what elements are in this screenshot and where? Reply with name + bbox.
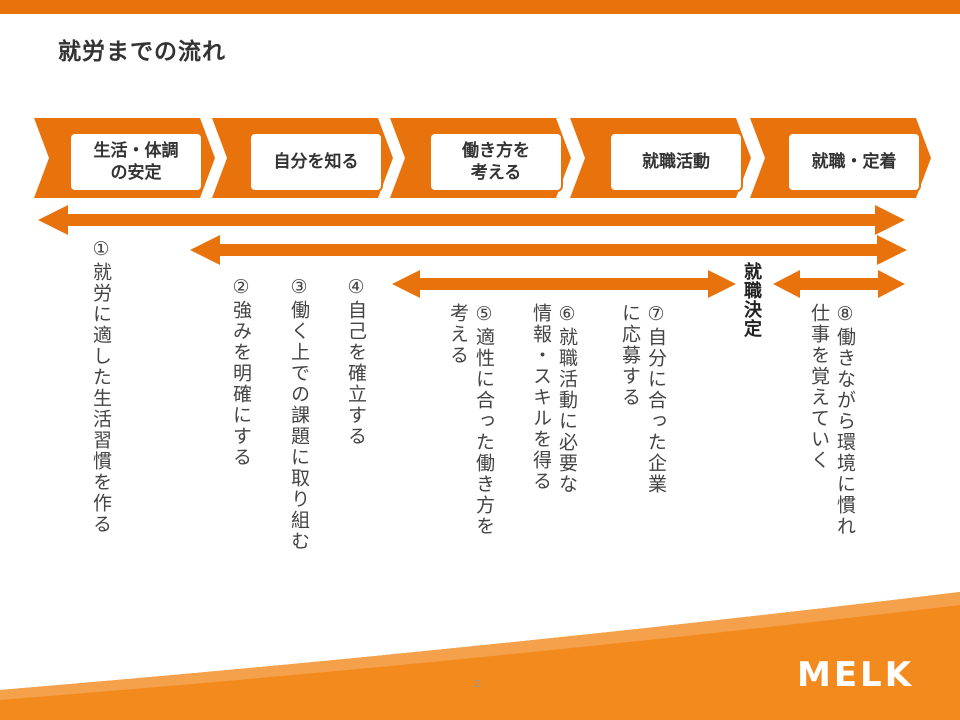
stage-box-3: 働き方を 考える <box>429 132 563 192</box>
step-7-text: ⑦自分に合った企業 に応募する <box>619 303 667 495</box>
arrow-range-3 <box>392 270 736 298</box>
decision-label: 就職決定 <box>741 262 762 338</box>
slide-title: 就労までの流れ <box>58 39 226 65</box>
melk-logo: MELK <box>797 655 915 695</box>
arrow-range-2 <box>190 235 907 265</box>
arrow-range-1 <box>38 205 905 235</box>
stage-box-5: 就職・定着 <box>787 132 921 192</box>
stage-box-4: 就職活動 <box>609 132 743 192</box>
top-accent-bar <box>0 0 960 14</box>
bottom-swoosh-highlight <box>0 592 960 700</box>
step-3-text: ③働く上での課題に取り組む <box>288 276 310 552</box>
stage-box-2: 自分を知る <box>249 132 383 192</box>
arrow-range-4 <box>773 270 905 298</box>
step-4-text: ④自己を確立する <box>345 276 367 447</box>
page-number: 2 <box>474 679 481 690</box>
step-6-text: ⑥就職活動に必要な 情報・スキルを得る <box>530 303 578 495</box>
stage-box-1: 生活・体調 の安定 <box>69 132 203 192</box>
step-8-text: ⑧働きながら環境に慣れ 仕事を覚えていく <box>808 303 856 537</box>
step-1-text: ①就労に適した生活習慣を作る <box>90 238 112 535</box>
step-2-text: ②強みを明確にする <box>230 276 252 468</box>
step-5-text: ⑤適性に合った働き方を 考える <box>447 303 495 537</box>
